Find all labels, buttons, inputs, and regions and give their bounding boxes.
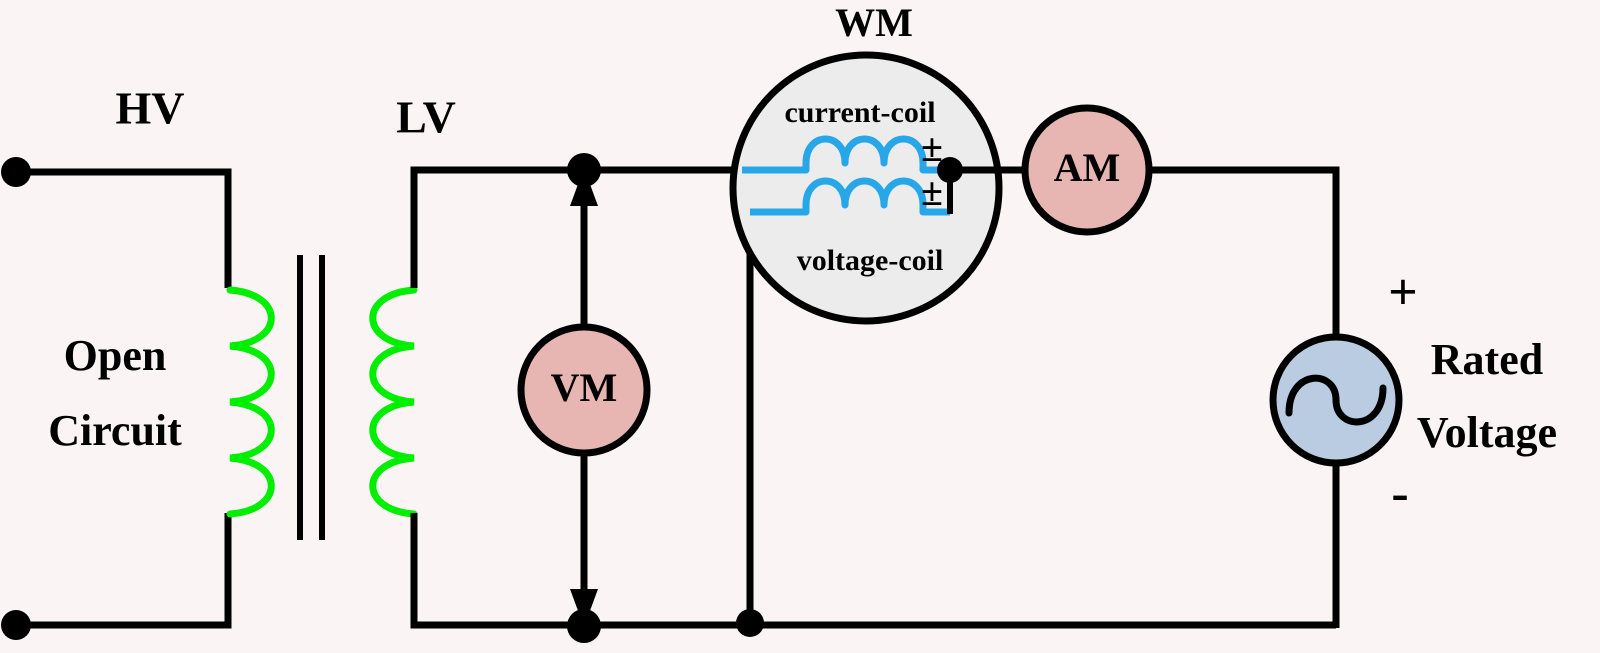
hv-open-circuit-branch [1, 157, 232, 640]
lv-coil-green [369, 286, 418, 518]
voltmeter-body[interactable] [517, 323, 651, 457]
hv-terminal-bottom-dot[interactable] [1, 610, 31, 640]
hv-label: HV [116, 83, 185, 134]
lv-bottom-rail-wire [410, 513, 1336, 629]
open-label: Open [64, 331, 167, 380]
voltage-coil-bottom-node-dot [736, 609, 764, 637]
voltmeter-circle[interactable] [517, 323, 651, 457]
wm-label: WM [835, 0, 913, 45]
am-label: AM [1054, 145, 1121, 190]
transformer-secondary-winding [369, 286, 418, 518]
hv-bottom-lead-wire [14, 513, 232, 629]
wm-voltage-coil [750, 177, 950, 216]
minus-sign-label: - [1391, 465, 1408, 522]
ac-source-body[interactable] [1269, 333, 1403, 467]
plus-sign-label: + [1388, 264, 1418, 321]
hv-terminal-top-dot[interactable] [1, 157, 31, 187]
wattmeter-body[interactable] [729, 51, 1003, 325]
wm-current-coil [742, 135, 950, 174]
voltage-label: Voltage [1417, 408, 1557, 457]
current-coil-polarity-label: ± [921, 125, 943, 170]
current-coil-label: current-coil [784, 96, 935, 129]
circuit-label: Circuit [48, 406, 182, 455]
hv-top-lead-wire [14, 168, 232, 288]
sine-wave-icon [1285, 374, 1387, 426]
am-to-source-wire [1149, 166, 1340, 340]
vm-down-arrowhead-icon [570, 589, 598, 627]
voltage-coil-polarity-label: ± [921, 169, 943, 214]
voltage-coil-label: voltage-coil [797, 244, 944, 277]
lv-top-node-dot [567, 153, 601, 187]
lv-label: LV [396, 92, 456, 143]
transformer-primary-winding [226, 286, 275, 518]
lv-bottom-node-dot [567, 609, 601, 643]
rated-label: Rated [1431, 335, 1543, 384]
lv-branch [410, 166, 1336, 629]
wattmeter-circle[interactable] [729, 51, 1003, 325]
vm-label: VM [551, 365, 618, 410]
lv-top-lead-wire [410, 166, 754, 288]
transformer-core [297, 255, 325, 540]
hv-coil-green [226, 286, 275, 518]
